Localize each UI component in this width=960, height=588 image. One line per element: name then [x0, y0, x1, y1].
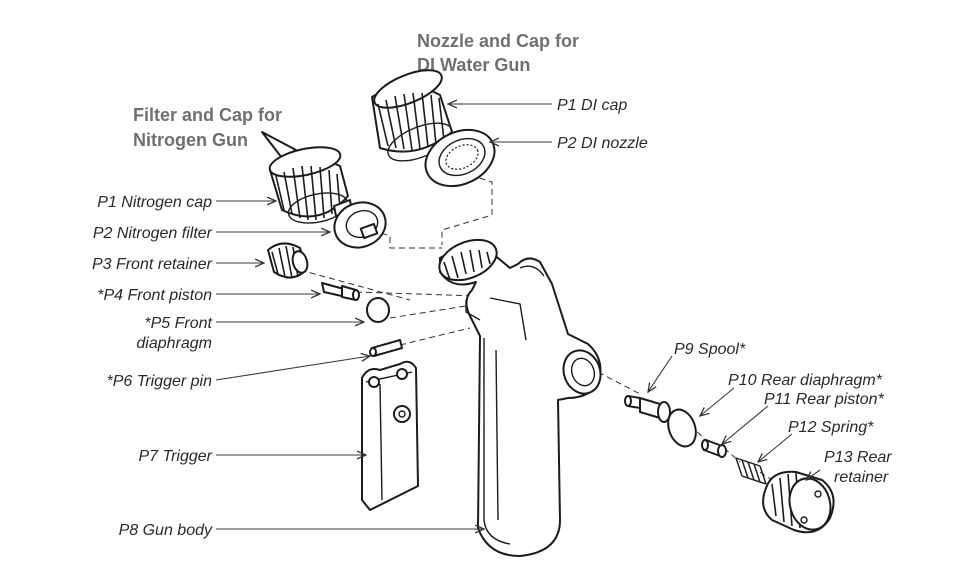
trigger-drawing	[361, 360, 419, 511]
front-diaphragm-drawing	[366, 297, 390, 323]
callout-leader-lines	[215, 104, 821, 529]
label-p7-trigger: P7 Trigger	[138, 448, 212, 465]
label-p1-di-cap: P1 DI cap	[557, 97, 627, 114]
label-p5-front-diaphragm-line1: *P5 Front	[144, 315, 212, 332]
nitrogen-cap-drawing	[261, 131, 349, 224]
label-p5-front-diaphragm-line2: diaphragm	[136, 335, 212, 352]
gun-body-drawing	[438, 238, 602, 557]
nitrogen-filter-drawing	[333, 199, 387, 249]
spool-drawing	[624, 395, 671, 423]
label-p9-spool: P9 Spool*	[674, 341, 746, 358]
label-p13-rear-retainer-line2: retainer	[834, 469, 889, 486]
heading-di-water-gun-line2: DI Water Gun	[417, 55, 530, 75]
label-p2-di-nozzle: P2 DI nozzle	[557, 135, 648, 152]
label-p10-rear-diaphragm: P10 Rear diaphragm*	[728, 372, 883, 389]
rear-retainer-drawing	[762, 470, 835, 534]
label-p11-rear-piston: P11 Rear piston*	[764, 391, 885, 408]
spring-drawing	[735, 457, 767, 485]
heading-nitrogen-gun-line2: Nitrogen Gun	[133, 130, 248, 150]
label-p3-front-retainer: P3 Front retainer	[92, 256, 213, 273]
front-piston-drawing	[321, 282, 360, 301]
trigger-pin-drawing	[369, 339, 403, 357]
label-p6-trigger-pin: *P6 Trigger pin	[106, 373, 212, 390]
front-retainer-drawing	[267, 242, 309, 279]
label-p2-nitrogen-filter: P2 Nitrogen filter	[93, 225, 213, 242]
label-p1-nitrogen-cap: P1 Nitrogen cap	[97, 194, 212, 211]
label-p4-front-piston: *P4 Front piston	[97, 287, 212, 304]
heading-di-water-gun-line1: Nozzle and Cap for	[417, 31, 579, 51]
heading-nitrogen-gun-line1: Filter and Cap for	[133, 105, 282, 125]
rear-piston-drawing	[701, 439, 727, 458]
rear-diaphragm-drawing	[667, 408, 697, 448]
di-cap-drawing	[371, 69, 453, 162]
assembly-dash-lines	[299, 174, 779, 485]
label-p12-spring: P12 Spring*	[788, 419, 874, 436]
label-p8-gun-body: P8 Gun body	[119, 522, 213, 539]
label-p13-rear-retainer-line1: P13 Rear	[824, 449, 892, 466]
di-nozzle-drawing	[424, 128, 496, 188]
